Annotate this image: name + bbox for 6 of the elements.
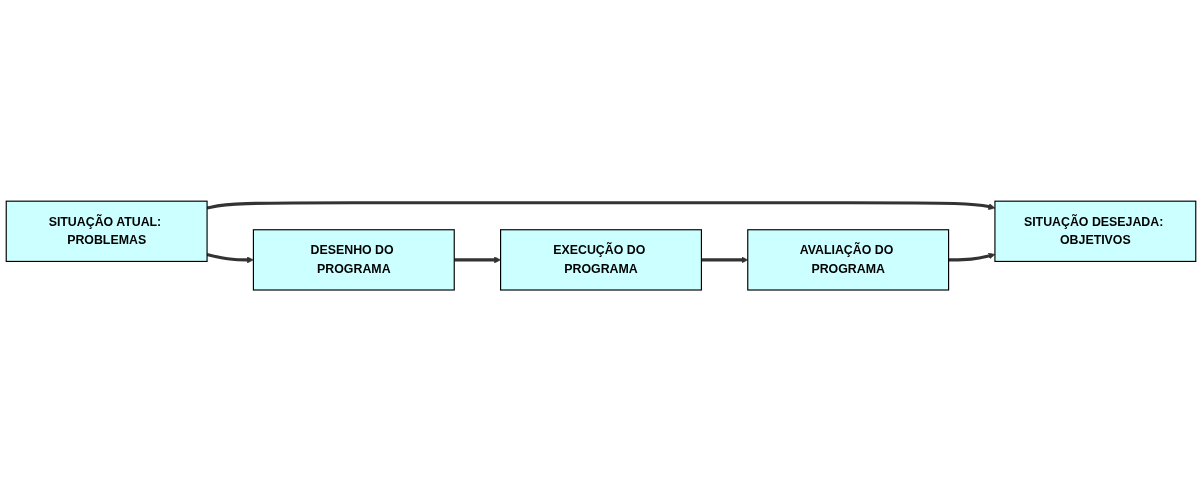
node-box: AVALIAÇÃO DO PROGRAMA: [747, 229, 950, 291]
node-box: DESENHO DO PROGRAMA: [252, 229, 455, 291]
node-box: EXECUÇÃO DO PROGRAMA: [500, 229, 702, 291]
node-box: SITUAÇÃO ATUAL: PROBLEMAS: [5, 200, 208, 262]
arrow: [454, 256, 501, 264]
node-box: SITUAÇÃO DESEJADA: OBJETIVOS: [994, 200, 1197, 262]
